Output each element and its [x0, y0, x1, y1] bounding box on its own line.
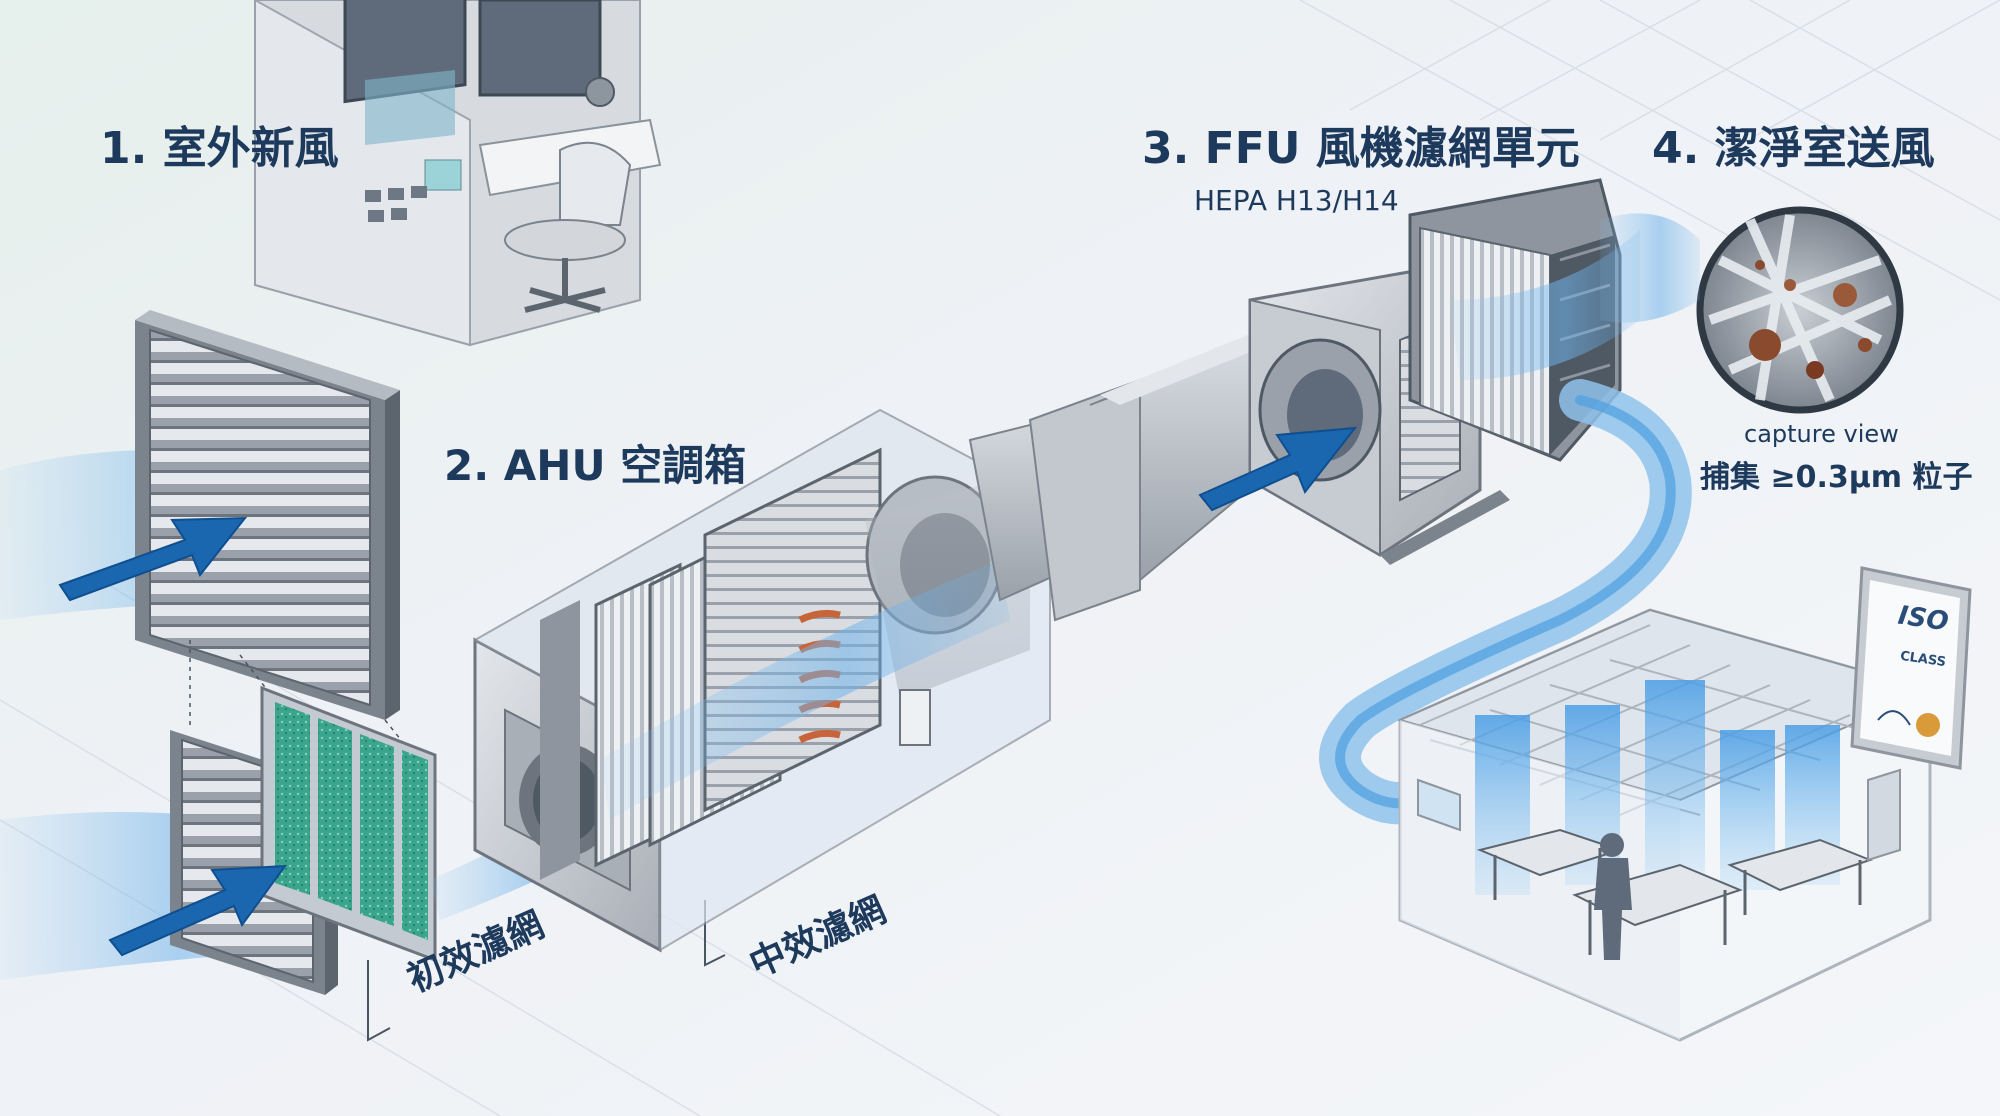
iso-certificate-icon	[1850, 566, 1972, 770]
arrow-icon	[58, 516, 248, 602]
step1-outdoor-air-label: 1. 室外新風	[100, 123, 339, 174]
ffu-airflow	[1450, 230, 1640, 380]
step2-ahu-label: 2. AHU 空調箱	[444, 441, 747, 490]
ahu-internal-airflow	[600, 560, 1010, 820]
supply-duct	[968, 330, 1280, 622]
supply-airflow-hose-core	[1335, 395, 1676, 809]
laminar-flow-curtain	[1645, 680, 1705, 880]
step3-ffu-label: 3. FFU 風機濾網單元	[1142, 123, 1580, 174]
cleanroom	[1397, 608, 1933, 1042]
control-console	[254, 0, 662, 347]
particle-capture-label: 捕集 ≥0.3μm 粒子	[1700, 460, 1973, 495]
prefilter-bracket	[367, 960, 391, 1042]
arrow-icon	[108, 864, 288, 957]
hepa-grade-label: HEPA H13/H14	[1194, 184, 1399, 217]
particle-magnifier-icon	[1696, 206, 1904, 414]
ffu-outlet-airflow	[1600, 213, 1700, 323]
step4-cleanroom-supply-label: 4. 潔淨室送風	[1652, 123, 1935, 174]
capture-view-label: capture view	[1744, 420, 1899, 448]
arrow-icon	[1198, 426, 1358, 512]
outdoor-louver	[135, 310, 400, 720]
pre-filter-panel	[260, 685, 437, 963]
operator-figure	[1594, 833, 1632, 960]
